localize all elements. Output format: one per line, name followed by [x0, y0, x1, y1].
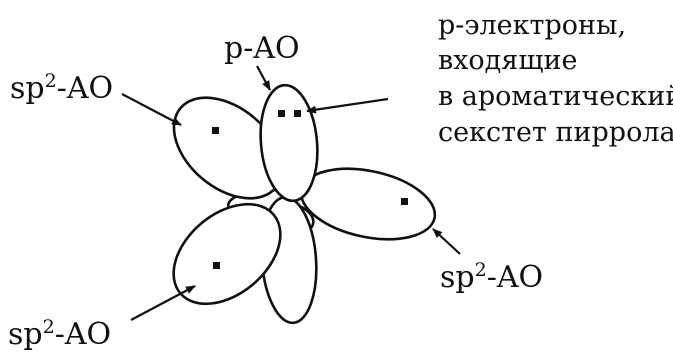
- electron-dot: [212, 127, 219, 134]
- arrow-p-electrons: [306, 97, 389, 114]
- arrow-sp2-right: [432, 228, 461, 255]
- arrow-p-ao: [256, 65, 271, 91]
- electron-dot: [401, 198, 408, 205]
- label-p-electrons-line-2: входящие: [438, 45, 577, 76]
- electron-dot: [213, 262, 220, 269]
- p-orbital-upper-lobe: [259, 83, 319, 203]
- label-p-electrons-line-3: в ароматический: [438, 81, 673, 112]
- arrow-sp2-top-left: [121, 93, 182, 126]
- electron-dot: [294, 110, 301, 117]
- label-sp2-ao-bottom-left: sp2-AO: [8, 316, 111, 352]
- label-p-electrons: р-электроны, входящие в ароматический се…: [438, 10, 673, 148]
- label-p-electrons-line-1: р-электроны,: [438, 10, 626, 41]
- label-p-ao: p-AO: [224, 31, 300, 66]
- arrow-sp2-bottom-left: [130, 285, 196, 321]
- label-sp2-ao-top-left: sp2-AO: [10, 70, 113, 106]
- label-p-electrons-line-4: секстет пиррола: [438, 117, 673, 148]
- electron-dot: [278, 110, 285, 117]
- label-sp2-ao-right: sp2-AO: [440, 259, 543, 295]
